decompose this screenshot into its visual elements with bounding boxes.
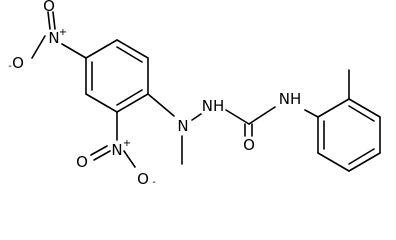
bond-n-o-minus-bottom [123,150,136,168]
tolyl-bond-4 [348,152,381,172]
tolyl-bond-2 [348,98,381,118]
tolyl-bond-5 [317,152,350,172]
tolyl-bond-1 [317,98,350,118]
ring-bond-3 [116,93,149,113]
charge-minus-ortho: - [152,177,156,188]
atom-o-ortho-double: O [76,153,88,171]
atom-o-ortho-minus: O [137,170,149,188]
bond-n-o-double-left-a [93,150,111,161]
semicarbazide-chain [147,93,319,165]
atom-n-para: N [48,29,59,47]
nitro-group-ortho [90,111,136,168]
atom-nh-hydrazine: NH [202,97,225,115]
bond-n-o-double-b [52,11,56,30]
atom-o-carbonyl: O [243,136,255,154]
bond-n-o-minus [31,35,46,59]
nitro-group-para [31,11,87,59]
bond-nh-carbonyl [225,109,250,125]
bond-ring-n-para [61,43,87,59]
bond-n-o-double-a [47,11,51,30]
ring-bond-6 [85,39,118,59]
bond-carbonyl-nh [248,106,276,125]
ring-double-bond-2 [116,89,143,106]
tolyl-double-bond-2 [348,148,375,165]
atom-n-hydrazine: N [177,117,188,135]
atom-o-para-minus: O [12,54,24,72]
atom-o-para-double: O [43,0,55,15]
tolyl-ring [317,69,381,172]
bond-n-nh [191,113,202,121]
bond-ring-n-hydrazine [147,93,175,117]
atom-n-ortho: N [111,141,122,159]
charge-plus-para: + [59,27,67,38]
ring-bond-1 [116,39,149,59]
ring-bond-4 [85,93,118,113]
ring-double-bond-1 [116,46,143,63]
bond-nh-tolyl [304,109,319,118]
atom-nh-amide: NH [279,90,302,108]
dinitrophenyl-ring [85,39,149,113]
tolyl-double-bond-1 [348,105,375,122]
charge-plus-ortho: + [123,138,131,149]
atom-labels: O - N + O N + O O - N NH O NH [8,0,301,188]
structure-diagram: O - N + O N + O O - N NH O NH [8,0,381,188]
bond-n-o-double-left-b [90,145,108,156]
charge-minus-para: - [8,61,12,72]
